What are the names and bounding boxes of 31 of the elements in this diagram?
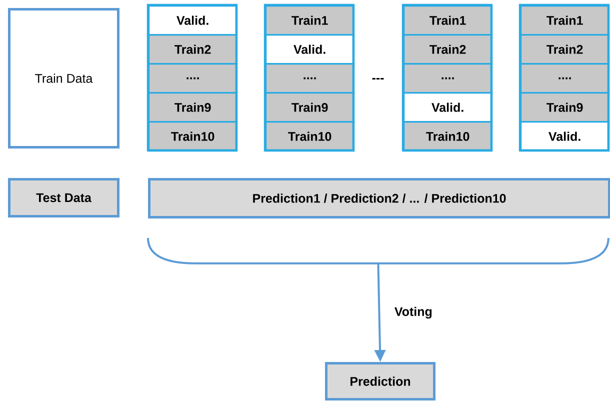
data-box: Prediction [325, 362, 436, 400]
edge-label: Voting [394, 306, 432, 319]
fold-column [518, 4, 610, 152]
fold-cell: Train1 [403, 5, 493, 36]
separator-dashes: --- [372, 78, 384, 80]
fold-cell: Train2 [403, 34, 493, 65]
fold-column [402, 4, 492, 152]
fold-cell: .... [265, 63, 355, 94]
fold-cell: Valid. [403, 92, 493, 123]
fold-cell: Train10 [148, 121, 238, 152]
data-box: Prediction1 / Prediction2 / ... / Prediction10 [148, 178, 610, 218]
fold-cell: Valid. [265, 34, 355, 65]
fold-cell: Train10 [265, 121, 355, 152]
bracket [147, 238, 610, 264]
fold-cell: .... [148, 63, 238, 94]
fold-cell: .... [520, 63, 610, 94]
fold-column [264, 4, 354, 152]
fold-cell: Train1 [265, 5, 355, 36]
fold-cell: Valid. [520, 121, 610, 152]
data-box: Test Data [8, 178, 120, 218]
fold-cell: Train9 [520, 92, 610, 123]
fold-cell: Train10 [403, 121, 493, 152]
fold-cell: Valid. [148, 5, 238, 36]
fold-cell: Train2 [148, 34, 238, 65]
fold-cell: .... [403, 63, 493, 94]
fold-cell: Train1 [520, 5, 610, 36]
fold-column [146, 4, 238, 152]
fold-cell: Train9 [265, 92, 355, 123]
fold-cell: Train9 [148, 92, 238, 123]
fold-cell: Train2 [520, 34, 610, 65]
data-box: Train Data [8, 8, 120, 148]
